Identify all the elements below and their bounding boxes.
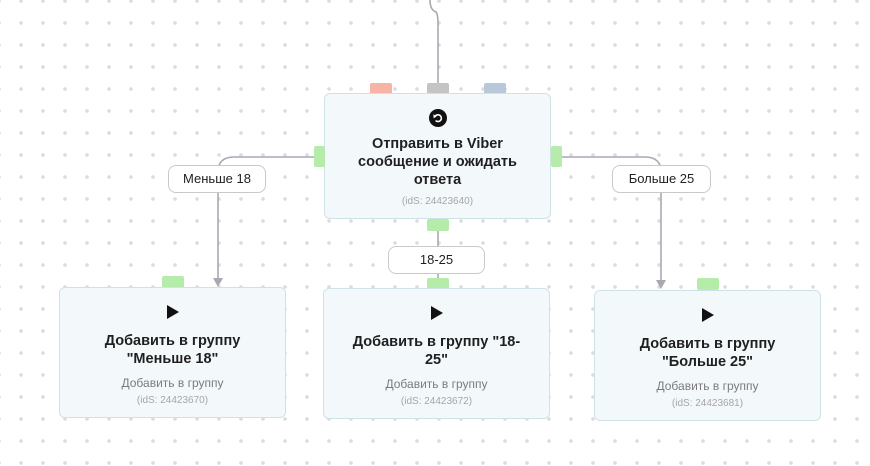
output-port-bottom[interactable]	[427, 219, 449, 231]
output-port-left[interactable]	[314, 146, 325, 167]
edge-label-less18[interactable]: Меньше 18	[168, 165, 266, 193]
undo-arrow-icon	[428, 109, 447, 127]
node-title: Добавить в группу "Меньше 18"	[104, 333, 241, 367]
node-subtitle: Добавить в группу	[121, 376, 224, 390]
edge-label-more25[interactable]: Больше 25	[612, 165, 711, 193]
output-port-right[interactable]	[551, 146, 562, 167]
incoming-wire	[429, 0, 439, 86]
input-port-more25[interactable]	[697, 278, 719, 290]
node-subtitle: Добавить в группу	[656, 379, 759, 393]
node-subtitle: Добавить в группу	[385, 377, 488, 391]
node-title: Отправить в Viber сообщение и ожидать от…	[358, 136, 517, 188]
node-add-group-18-25[interactable]: Добавить в группу "18-25" Добавить в гру…	[323, 288, 550, 419]
play-icon	[430, 306, 443, 320]
node-id: (idS: 24423681)	[671, 398, 744, 409]
edge-label-18-25[interactable]: 18-25	[388, 246, 485, 274]
play-icon	[166, 305, 179, 319]
input-port-red[interactable]	[370, 83, 392, 94]
play-icon	[701, 308, 714, 322]
node-id: (idS: 24423670)	[136, 395, 209, 406]
node-send-viber[interactable]: Отправить в Viber сообщение и ожидать от…	[324, 93, 551, 219]
input-port-18-25[interactable]	[427, 278, 449, 289]
node-title: Добавить в группу "18-25"	[352, 334, 521, 368]
node-id: (idS: 24423672)	[400, 396, 473, 407]
input-port-blue[interactable]	[484, 83, 506, 94]
node-add-group-less18[interactable]: Добавить в группу "Меньше 18" Добавить в…	[59, 287, 286, 418]
input-port-less18[interactable]	[162, 276, 184, 288]
input-port-grey[interactable]	[427, 83, 449, 94]
node-id: (idS: 24423640)	[401, 196, 474, 207]
node-title: Добавить в группу "Больше 25"	[639, 336, 776, 370]
node-add-group-more25[interactable]: Добавить в группу "Больше 25" Добавить в…	[594, 290, 821, 421]
